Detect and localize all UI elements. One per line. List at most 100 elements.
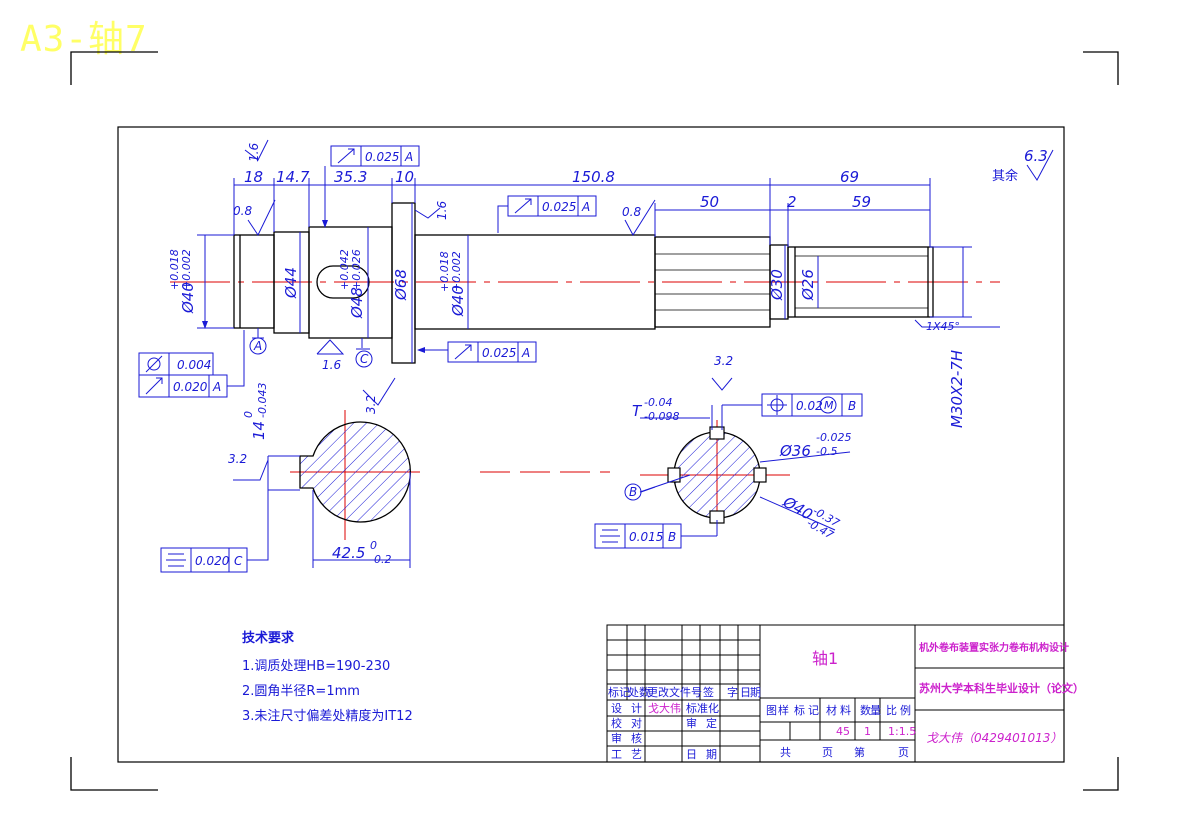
spline-teeth-lines: [655, 253, 770, 311]
tb-col-5: 材: [826, 703, 837, 717]
fcf-left-runout-datum: A: [212, 380, 221, 394]
tb-h-sig: 签: [703, 685, 714, 699]
datum-flags: [249, 328, 656, 501]
roughness-symbols: [233, 139, 1054, 481]
tb-footer-3: 第: [854, 745, 865, 759]
roughness-0-8-left: 0.8: [233, 204, 252, 218]
tb-col-10: 例: [900, 703, 911, 717]
tb-col-4: 记: [808, 704, 819, 717]
dim-35-3: 35.3: [334, 168, 367, 186]
tb-craft-1: 工: [611, 748, 622, 761]
tb-scale: 1:1.5: [888, 725, 916, 738]
keyway-section: [299, 421, 412, 523]
fcf-spline-sym-value: 0.015: [629, 530, 663, 544]
sheet-title: A3-轴7: [20, 19, 148, 60]
fcf-symbols: [145, 148, 787, 567]
roughness-3-2-section: 3.2: [364, 395, 378, 414]
dim-18: 18: [244, 168, 263, 186]
tb-review-1: 审: [686, 716, 697, 730]
dim-dia44: Ø44: [282, 267, 300, 299]
dim-dia48-tol-up: +0.042: [338, 249, 351, 290]
dim-keyway-depth-tol-dn: -0.2: [370, 553, 391, 566]
tb-h-count: 处数: [628, 686, 650, 699]
dim-dia40-left-tol-dn: +0.002: [180, 249, 193, 290]
surface-note-roughness: 6.3: [1024, 147, 1048, 165]
tb-col-1: 图: [766, 704, 777, 717]
tb-designer: 戈大伟: [648, 701, 681, 715]
dim-dia40-left-tol-up: +0.018: [168, 249, 181, 290]
datum-a: A: [253, 339, 262, 353]
sheet-corner-marks: [70, 51, 1119, 791]
tb-h-day: 日: [740, 686, 751, 699]
tb-h-mark: 标记: [608, 685, 630, 699]
tb-col-8: 量: [870, 704, 881, 717]
dim-keyway-tol-up: 0: [242, 411, 255, 418]
tb-check-2: 对: [631, 716, 642, 730]
roughness-1-6-bottom: 1.6: [322, 358, 341, 372]
dim-69: 69: [840, 168, 859, 186]
dim-spline-dia36-dn: -0.5: [816, 445, 837, 458]
tb-date-1: 日: [686, 748, 697, 761]
datum-b: B: [629, 485, 637, 499]
dim-spline-t-up: -0.04: [644, 396, 672, 409]
tb-footer-4: 页: [898, 746, 909, 759]
roughness-3-2-key: 3.2: [228, 452, 247, 466]
tech-note-2: 2.圆角半径R=1mm: [242, 684, 360, 699]
tb-design-1: 设: [611, 702, 622, 715]
title-block-texts: 标记 处数 更改文件号 签 字 日 期 设 计 戈大伟 标准化 校 对 审 定 …: [608, 641, 1084, 761]
fcf-spline-pos-modifier: M: [824, 399, 834, 412]
fcf-spline-pos-datum: B: [848, 399, 856, 413]
tb-std: 标准化: [686, 701, 719, 715]
dim-dia40-left: Ø40: [179, 282, 197, 314]
shaft-main-view: [233, 202, 934, 364]
tb-check-1: 校: [611, 716, 622, 730]
fcf-flange-runout-datum: A: [521, 346, 530, 360]
fcf-flange-runout-value: 0.025: [482, 346, 516, 360]
tb-material: 45: [836, 725, 850, 738]
tb-footer-2: 页: [822, 746, 833, 759]
fcf-spline-pos-value: 0.02: [796, 399, 823, 413]
dim-spline-t-dn: -0.098: [644, 410, 679, 423]
fcf-spline-sym-datum: B: [668, 530, 676, 544]
dim-dia40-mid-tol-up: +0.018: [438, 251, 451, 292]
fcf-frames: [138, 145, 863, 573]
dim-keyway-tol-dn: -0.043: [256, 383, 269, 418]
dim-keyway-depth-tol-up: 0: [370, 539, 377, 552]
fcf-top-runout-value: 0.025: [365, 150, 399, 164]
dim-spline-dia36: Ø36: [779, 442, 811, 460]
tech-note-3: 3.未注尺寸偏差处精度为IT12: [242, 708, 413, 724]
tb-col-6: 料: [840, 703, 851, 717]
roughness-texts: 1.6 0.8 1.6 0.8 1.6 3.2 3.2 3.2 其余 6.3: [228, 143, 1048, 466]
title-block: [606, 624, 1065, 763]
dim-dia40-mid: Ø40: [449, 285, 467, 317]
tb-author-id: 戈大伟（0429401013）: [926, 731, 1062, 745]
tb-review-2: 定: [706, 716, 717, 730]
dim-keyway-depth: 42.5: [332, 544, 365, 562]
fcf-cyl-value: 0.004: [177, 358, 211, 372]
datum-c: C: [360, 352, 369, 366]
tb-design-2: 计: [631, 702, 642, 715]
roughness-1-6-top: 1.6: [247, 143, 261, 162]
fcf-mid-runout-value: 0.025: [542, 200, 576, 214]
spline-section: [667, 426, 767, 524]
tech-notes-title: 技术要求: [242, 630, 295, 646]
tb-footer-1: 共: [780, 746, 791, 759]
fcf-key-sym-datum: C: [234, 554, 243, 568]
fcf-texts: 0.025 A 0.025 A 0.025 A 0.004 0.02 0 A 0.…: [173, 150, 856, 568]
tb-h-period: 期: [750, 686, 761, 699]
roughness-1-6-flange: 1.6: [435, 201, 449, 220]
tb-project: 机外卷布装置实张力卷布机构设计: [919, 641, 1069, 654]
centerlines: [170, 281, 1000, 540]
tb-col-3: 标: [794, 703, 805, 717]
tb-audit-1: 审: [611, 731, 622, 745]
drawing-border: [117, 126, 1065, 763]
tech-notes: 技术要求 1.调质处理HB=190-230 2.圆角半径R=1mm 3.未注尺寸…: [242, 630, 413, 724]
dim-10: 10: [395, 168, 414, 186]
tb-audit-2: 核: [631, 731, 642, 745]
fcf-top-runout-datum: A: [404, 150, 413, 164]
dim-dia68: Ø68: [392, 269, 410, 301]
tech-note-1: 1.调质处理HB=190-230: [242, 659, 390, 674]
tb-craft-2: 艺: [631, 748, 642, 761]
dim-spline-t: T: [632, 402, 643, 420]
tb-date-2: 期: [706, 748, 717, 761]
